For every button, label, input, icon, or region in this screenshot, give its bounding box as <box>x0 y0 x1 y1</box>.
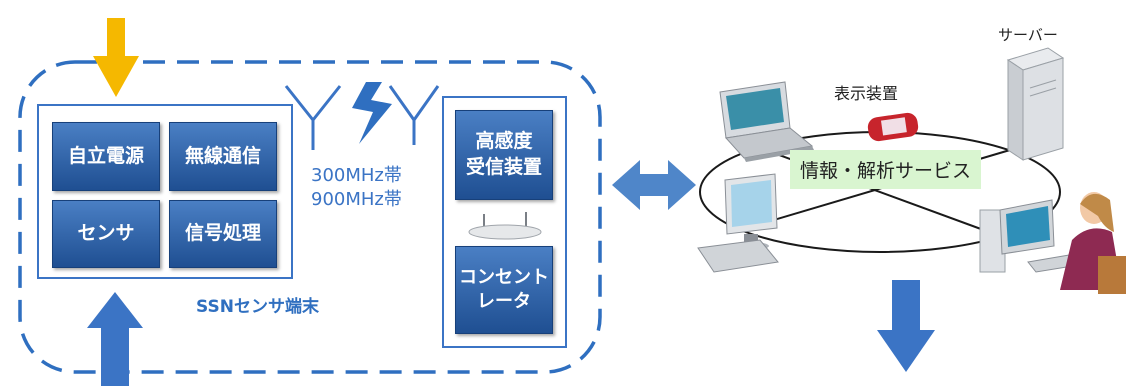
signal-processing-block: 信号処理 <box>169 200 277 268</box>
energy-input-arrow <box>93 18 139 97</box>
display-device-icon <box>867 112 919 142</box>
user-at-computer-icon <box>979 192 1126 294</box>
wireless-signal-icon <box>352 82 392 144</box>
power-supply-block: 自立電源 <box>52 122 160 191</box>
server-icon <box>1006 47 1065 161</box>
display-device-label: 表示装置 <box>834 84 899 103</box>
concentrator-block: コンセント レータ <box>455 246 553 334</box>
laptop-icon <box>719 81 814 162</box>
server-label: サーバー <box>998 26 1058 44</box>
sensor-terminal-label: SSNセンサ端末 <box>196 297 319 317</box>
concentrator-device-icon <box>468 212 542 240</box>
service-label: 情報・解析サービス <box>790 150 982 189</box>
wireless-comm-block: 無線通信 <box>169 122 277 191</box>
sensor-terminal-frame <box>37 104 293 279</box>
receiver-block: 高感度 受信装置 <box>455 110 553 200</box>
system-boundary <box>18 60 602 374</box>
receiver-frame <box>442 96 567 348</box>
bidirectional-arrow <box>612 160 696 210</box>
desktop-computer-icon <box>697 173 779 273</box>
sensing-input-arrow <box>87 292 143 386</box>
antenna-icon <box>284 85 342 150</box>
antenna-icon <box>388 85 440 145</box>
output-arrow <box>877 280 935 372</box>
sensor-block: センサ <box>52 200 160 268</box>
frequency-bands-label: 300MHz帯 900MHz帯 <box>311 165 402 210</box>
